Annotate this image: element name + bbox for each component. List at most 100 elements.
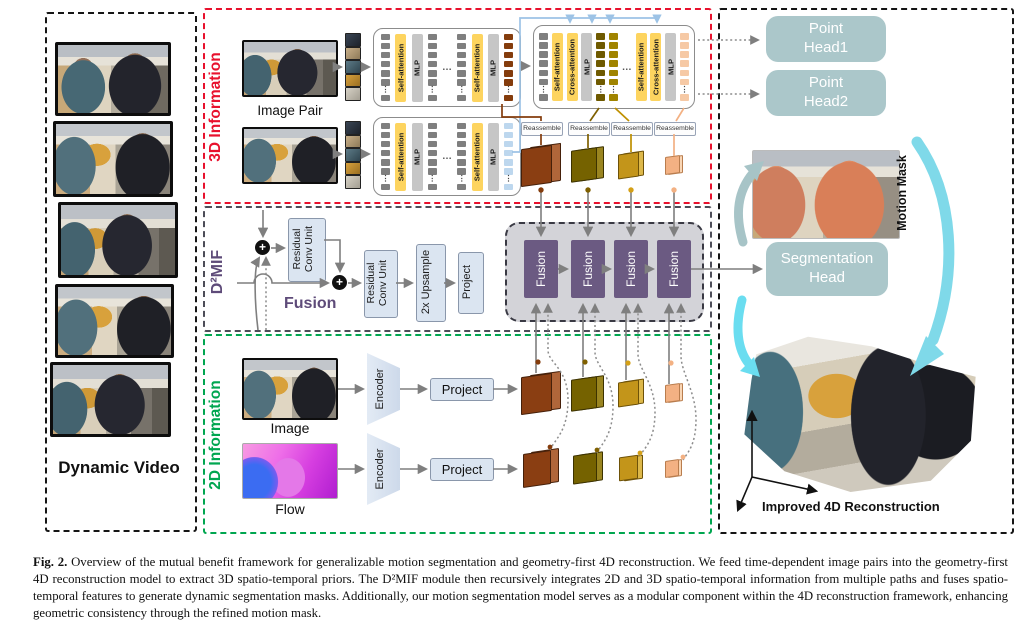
self-attention-label: Self-attention <box>636 42 646 92</box>
token-column-gray: ⋮ <box>457 33 467 102</box>
label-flow: Flow <box>275 501 305 517</box>
token-square <box>427 70 437 77</box>
token-square <box>504 79 513 86</box>
token-square <box>381 131 390 139</box>
mlp-label: MLP <box>412 148 422 165</box>
self-attention-label: Self-attention <box>472 43 482 92</box>
patch-thumbnail <box>345 60 361 74</box>
token-square <box>608 94 618 101</box>
token-ellipsis: ⋮ <box>504 174 513 184</box>
token-square <box>381 168 390 175</box>
right-panel-box <box>718 8 1014 534</box>
label-improved-4d: Improved 4D Reconstruction <box>762 499 940 514</box>
project-box-image: Project <box>430 378 494 401</box>
token-ellipsis: ⋮ <box>381 174 390 184</box>
upsample-label: 2x Upsample <box>420 249 432 315</box>
token-square <box>381 183 390 191</box>
mlp-bar: MLP <box>487 122 499 191</box>
self-attention-bar: Self-attention <box>471 33 483 102</box>
token-square <box>427 51 437 59</box>
token-ellipsis: ⋮ <box>504 85 513 95</box>
token-square <box>608 60 618 67</box>
reconstruction-image <box>744 336 976 492</box>
caption-label: Fig. 2. <box>33 555 68 569</box>
token-ellipsis: ⋮ <box>609 84 618 94</box>
mlp-bar: MLP <box>665 33 677 101</box>
reassemble-box-3: Reassemble <box>611 122 653 136</box>
token-square <box>457 33 467 40</box>
token-square <box>381 51 390 59</box>
add-node-2: + <box>332 275 347 290</box>
token-ellipsis: ⋮ <box>457 174 466 184</box>
token-square <box>596 60 606 67</box>
token-column-blue: ⋮ <box>504 122 513 191</box>
token-square <box>381 149 390 157</box>
label-d2mif: D²MIF <box>209 249 226 295</box>
token-ellipsis: ⋮ <box>596 84 605 94</box>
token-column-gray: ⋮ <box>457 122 467 191</box>
patch-thumbnail <box>345 175 361 189</box>
patch-strip-1 <box>345 33 361 101</box>
encoder-image-label: Encoder <box>374 368 386 410</box>
token-square <box>504 60 513 68</box>
token-square <box>504 122 513 129</box>
patch-thumbnail <box>345 148 361 162</box>
token-square <box>457 183 467 191</box>
patch-thumbnail <box>345 73 361 88</box>
token-square <box>457 70 467 77</box>
cross-attention-bar: Cross-attention <box>650 33 662 101</box>
token-square <box>427 42 437 50</box>
token-square <box>427 168 437 175</box>
token-square <box>457 42 467 50</box>
token-square <box>539 42 548 49</box>
token-column-gray: ⋮ <box>381 33 390 102</box>
token-square <box>596 42 606 49</box>
token-square <box>457 122 467 129</box>
2d-flow-image <box>242 443 338 499</box>
patch-strip-2 <box>345 121 361 189</box>
feature-pair-3d-4 <box>665 156 683 174</box>
token-square <box>596 69 606 77</box>
feature-pair-2dimg-2 <box>571 377 604 410</box>
token-column-gray: ⋮ <box>539 33 548 101</box>
token-square <box>608 42 618 49</box>
token-square <box>427 131 437 139</box>
token-square <box>457 168 467 175</box>
label-3d-information: 3D Information <box>207 52 224 162</box>
residual-conv-unit-1 <box>288 218 326 282</box>
self-attention-bar: Self-attention <box>395 33 407 102</box>
token-column-peach: ⋮ <box>679 33 689 101</box>
token-square <box>608 33 618 40</box>
token-square <box>457 149 467 157</box>
token-square <box>608 69 618 77</box>
fusion-block-1: Fusion <box>524 240 558 298</box>
token-square <box>679 42 689 49</box>
cross-attention-bar: Cross-attention <box>566 33 578 101</box>
feature-pair-3d-3 <box>618 152 644 178</box>
token-square <box>457 159 467 166</box>
token-square <box>679 60 689 67</box>
token-square <box>381 159 390 166</box>
residual-conv-unit-2 <box>364 250 398 318</box>
token-column-gray: ⋮ <box>427 122 437 191</box>
self-attention-label: Self-attention <box>396 43 406 92</box>
token-column-brown: ⋮ <box>504 33 513 102</box>
token-square <box>381 70 390 77</box>
token-ellipsis: ⋮ <box>680 84 689 94</box>
token-square <box>504 33 513 40</box>
mlp-label: MLP <box>582 58 592 76</box>
token-square <box>381 60 390 68</box>
video-frame-4 <box>55 284 174 358</box>
label-fusion: Fusion <box>284 295 337 312</box>
token-square <box>504 51 513 59</box>
layers-ellipsis: … <box>621 61 632 73</box>
token-square <box>596 94 606 101</box>
token-square <box>504 94 513 102</box>
token-square <box>427 140 437 148</box>
